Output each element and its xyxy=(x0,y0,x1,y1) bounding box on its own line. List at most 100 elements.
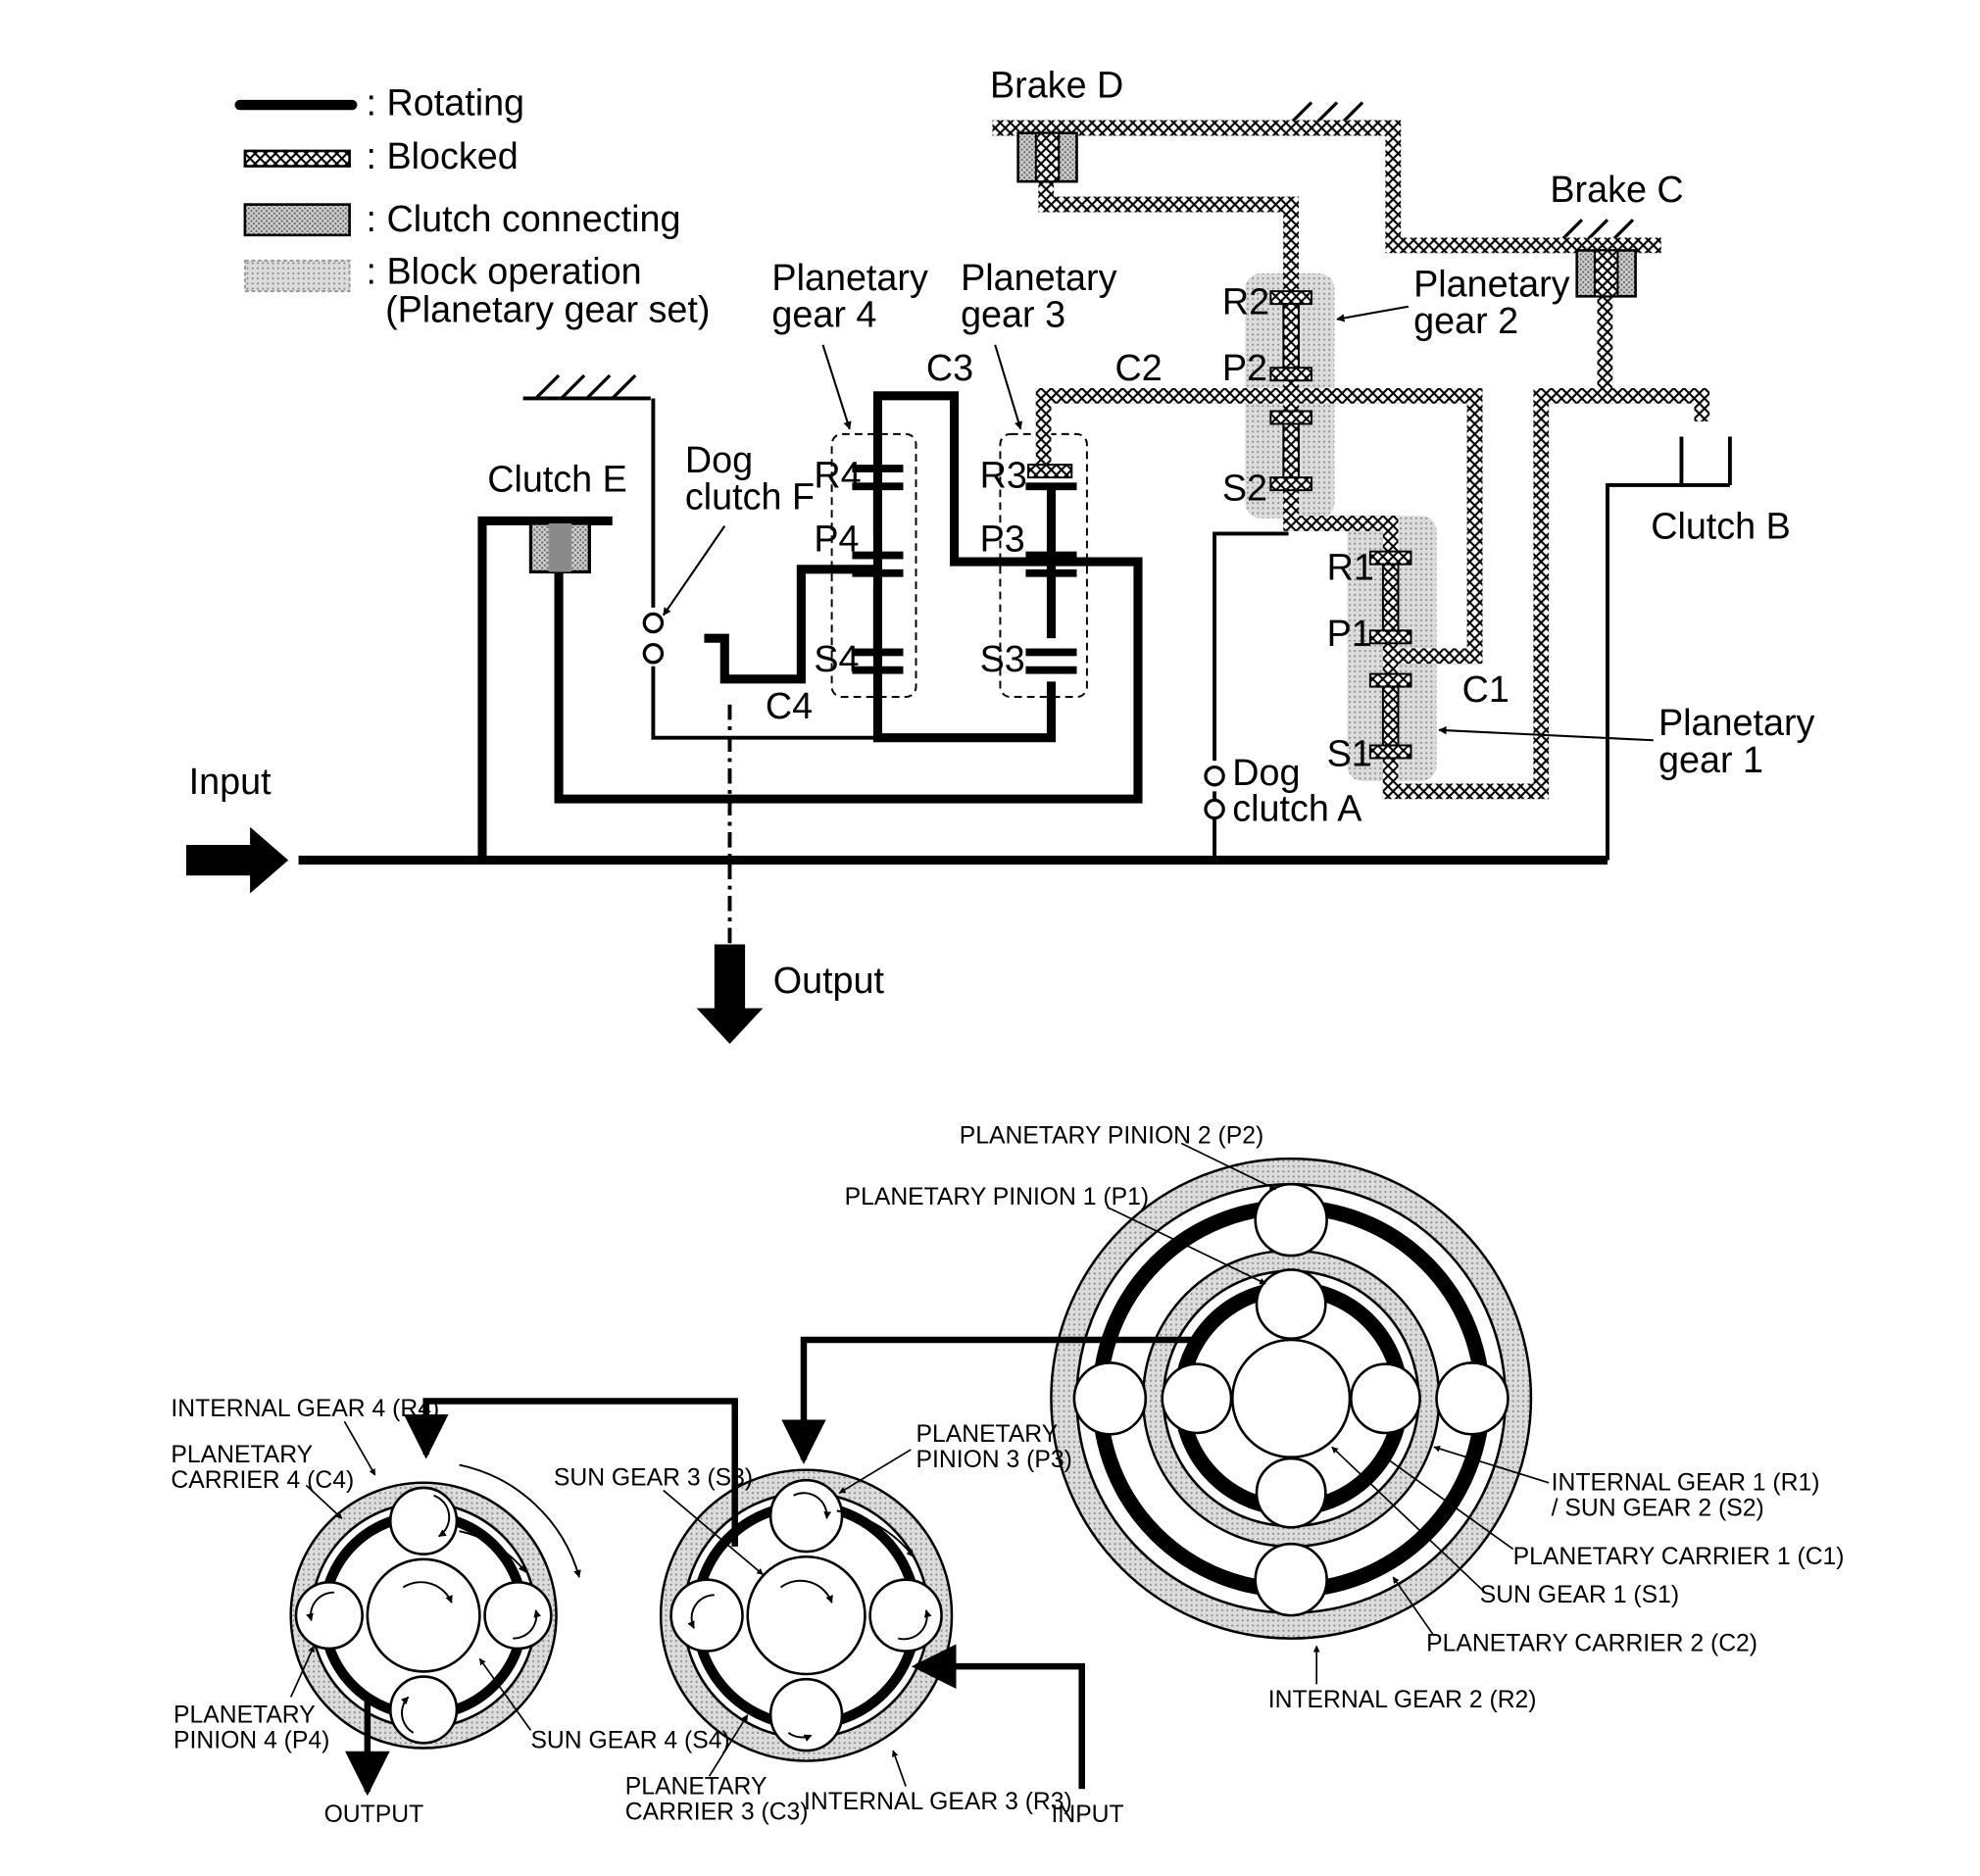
sun-gear-1-circle xyxy=(1230,1338,1352,1459)
p2-label: P2 xyxy=(1222,347,1267,388)
legend-blocked-label: : Blocked xyxy=(367,135,519,176)
pinion-2-top xyxy=(1254,1182,1328,1258)
pinion-1-left xyxy=(1161,1362,1233,1435)
pg3-arrow xyxy=(994,344,1023,430)
brake-d-label: Brake D xyxy=(990,64,1123,105)
pinion-4-right xyxy=(483,1580,553,1651)
pg2-gear-marks xyxy=(1269,290,1312,492)
input-arrow-icon xyxy=(186,826,289,894)
pg1-label-2: gear 1 xyxy=(1658,739,1763,780)
pinion-2-right xyxy=(1435,1361,1510,1436)
schematic: Brake D Brake C Clutch B Clutch E Dog cl… xyxy=(186,64,1815,1045)
pg1-arrow xyxy=(1438,726,1654,742)
pinion-1-bottom xyxy=(1255,1456,1327,1529)
internal-gear-3-label: INTERNAL GEAR 3 (R3) xyxy=(804,1789,1072,1815)
pg2-label-2: gear 2 xyxy=(1413,300,1518,341)
pg2-label-1: Planetary xyxy=(1413,263,1570,304)
legend-block-op-swatch xyxy=(243,259,351,293)
legend-clutch-label: : Clutch connecting xyxy=(367,198,681,239)
dog-f-arrow xyxy=(662,525,726,617)
ground-hatch-brake-c xyxy=(1559,219,1635,242)
dog-clutch-a-label-2: clutch A xyxy=(1232,787,1362,828)
internal-gear-1-label-1: INTERNAL GEAR 1 (R1) xyxy=(1552,1470,1820,1497)
s3-label: S3 xyxy=(980,638,1025,679)
pg3-gear-marks xyxy=(1025,464,1077,674)
pg1-label-1: Planetary xyxy=(1658,702,1815,743)
ground-hatch-clutch-e xyxy=(522,373,651,401)
s1-label: S1 xyxy=(1327,732,1372,773)
pg3-label-2: gear 3 xyxy=(961,294,1065,335)
r1-label: R1 xyxy=(1327,546,1374,587)
carrier-2-label: PLANETARY CARRIER 2 (C2) xyxy=(1426,1631,1757,1657)
pinion-2-bottom xyxy=(1254,1542,1328,1617)
sun-gear-4-circle xyxy=(366,1557,481,1673)
r4-label: R4 xyxy=(814,455,861,496)
legend-rotating-label: : Rotating xyxy=(367,82,525,123)
carrier-4-label-2: CARRIER 4 (C4) xyxy=(171,1467,354,1494)
gear-set-4 xyxy=(289,1463,581,1750)
legend-clutch-swatch xyxy=(243,203,351,237)
bottom-labels: INTERNAL GEAR 4 (R4) PLANETARY CARRIER 4… xyxy=(171,1123,1844,1828)
connection-arrows xyxy=(345,1336,1197,1797)
internal-gear-4-label: INTERNAL GEAR 4 (R4) xyxy=(171,1396,439,1422)
dog-clutch-f-label-1: Dog xyxy=(685,439,753,480)
pg4-label-2: gear 4 xyxy=(771,294,876,335)
pinion-3-bottom xyxy=(768,1677,844,1753)
carrier-1-label: PLANETARY CARRIER 1 (C1) xyxy=(1513,1544,1845,1570)
s4-label: S4 xyxy=(814,638,859,679)
pg4-label-1: Planetary xyxy=(771,257,928,298)
brake-c-pad-inner xyxy=(1593,249,1619,298)
pinion-1-right xyxy=(1350,1362,1421,1435)
pinion-3-left xyxy=(669,1578,744,1653)
pg2-arrow xyxy=(1336,305,1410,322)
legend: : Rotating : Blocked : Clutch connecting… xyxy=(234,82,710,329)
brake-c-label: Brake C xyxy=(1550,169,1683,210)
c2-label: C2 xyxy=(1115,347,1163,388)
output-label: Output xyxy=(773,960,885,1001)
brake-d-pad-inner xyxy=(1034,131,1061,183)
pinion-4-top xyxy=(388,1486,459,1555)
dog-clutch-f-circle-2 xyxy=(642,643,665,665)
internal-gear-2-label: INTERNAL GEAR 2 (R2) xyxy=(1268,1687,1537,1713)
input-label: Input xyxy=(189,761,272,802)
c3-label: C3 xyxy=(926,347,973,388)
output-arrow-icon xyxy=(696,944,764,1045)
pinion-3-label-2: PINION 3 (P3) xyxy=(916,1447,1072,1473)
s2-label: S2 xyxy=(1222,468,1267,509)
sun-gear-1-label: SUN GEAR 1 (S1) xyxy=(1480,1582,1679,1608)
pg1-gear-marks xyxy=(1368,550,1412,760)
c1-label: C1 xyxy=(1462,668,1510,710)
pg4-gear-marks xyxy=(852,465,904,674)
pinion-1-top xyxy=(1255,1268,1327,1340)
output-small-label: OUTPUT xyxy=(324,1802,424,1828)
carrier-4-label-1: PLANETARY xyxy=(171,1442,313,1468)
ground-hatch-brake-d xyxy=(1290,101,1364,124)
input-small-label: INPUT xyxy=(1051,1802,1123,1828)
pinion-4-bottom xyxy=(388,1675,459,1745)
internal-gear-1-label-2: / SUN GEAR 2 (S2) xyxy=(1552,1496,1764,1522)
pinion-2-label: PLANETARY PINION 2 (P2) xyxy=(960,1123,1263,1150)
dog-clutch-a-label-1: Dog xyxy=(1232,752,1300,793)
sun-gear-3-circle xyxy=(746,1555,866,1676)
c4-label: C4 xyxy=(766,685,813,726)
pinion-3-label-1: PLANETARY xyxy=(916,1421,1059,1448)
pinion-3-top xyxy=(768,1478,844,1554)
pinion-4-label-2: PINION 4 (P4) xyxy=(173,1727,329,1753)
p3-label: P3 xyxy=(980,518,1025,560)
pinion-1-label: PLANETARY PINION 1 (P1) xyxy=(845,1184,1149,1210)
rotating-members xyxy=(298,391,1732,865)
carrier-3-label-1: PLANETARY xyxy=(625,1773,767,1800)
clutch-b-label: Clutch B xyxy=(1651,506,1791,547)
legend-block-op-sub: (Planetary gear set) xyxy=(385,288,710,329)
dog-clutch-a-circle-1 xyxy=(1204,765,1225,787)
r2-label: R2 xyxy=(1222,281,1269,322)
gear-set-3 xyxy=(659,1468,954,1762)
r3-label: R3 xyxy=(980,455,1027,496)
legend-block-op-label: : Block operation xyxy=(367,250,642,291)
pg3-label-1: Planetary xyxy=(961,257,1117,298)
pinion-4-label-1: PLANETARY xyxy=(173,1702,316,1728)
sun-gear-4-label: SUN GEAR 4 (S4) xyxy=(530,1727,729,1753)
pg4-arrow xyxy=(821,344,852,430)
bottom-callouts xyxy=(289,1142,1550,1787)
dog-clutch-a-circle-2 xyxy=(1204,798,1225,820)
